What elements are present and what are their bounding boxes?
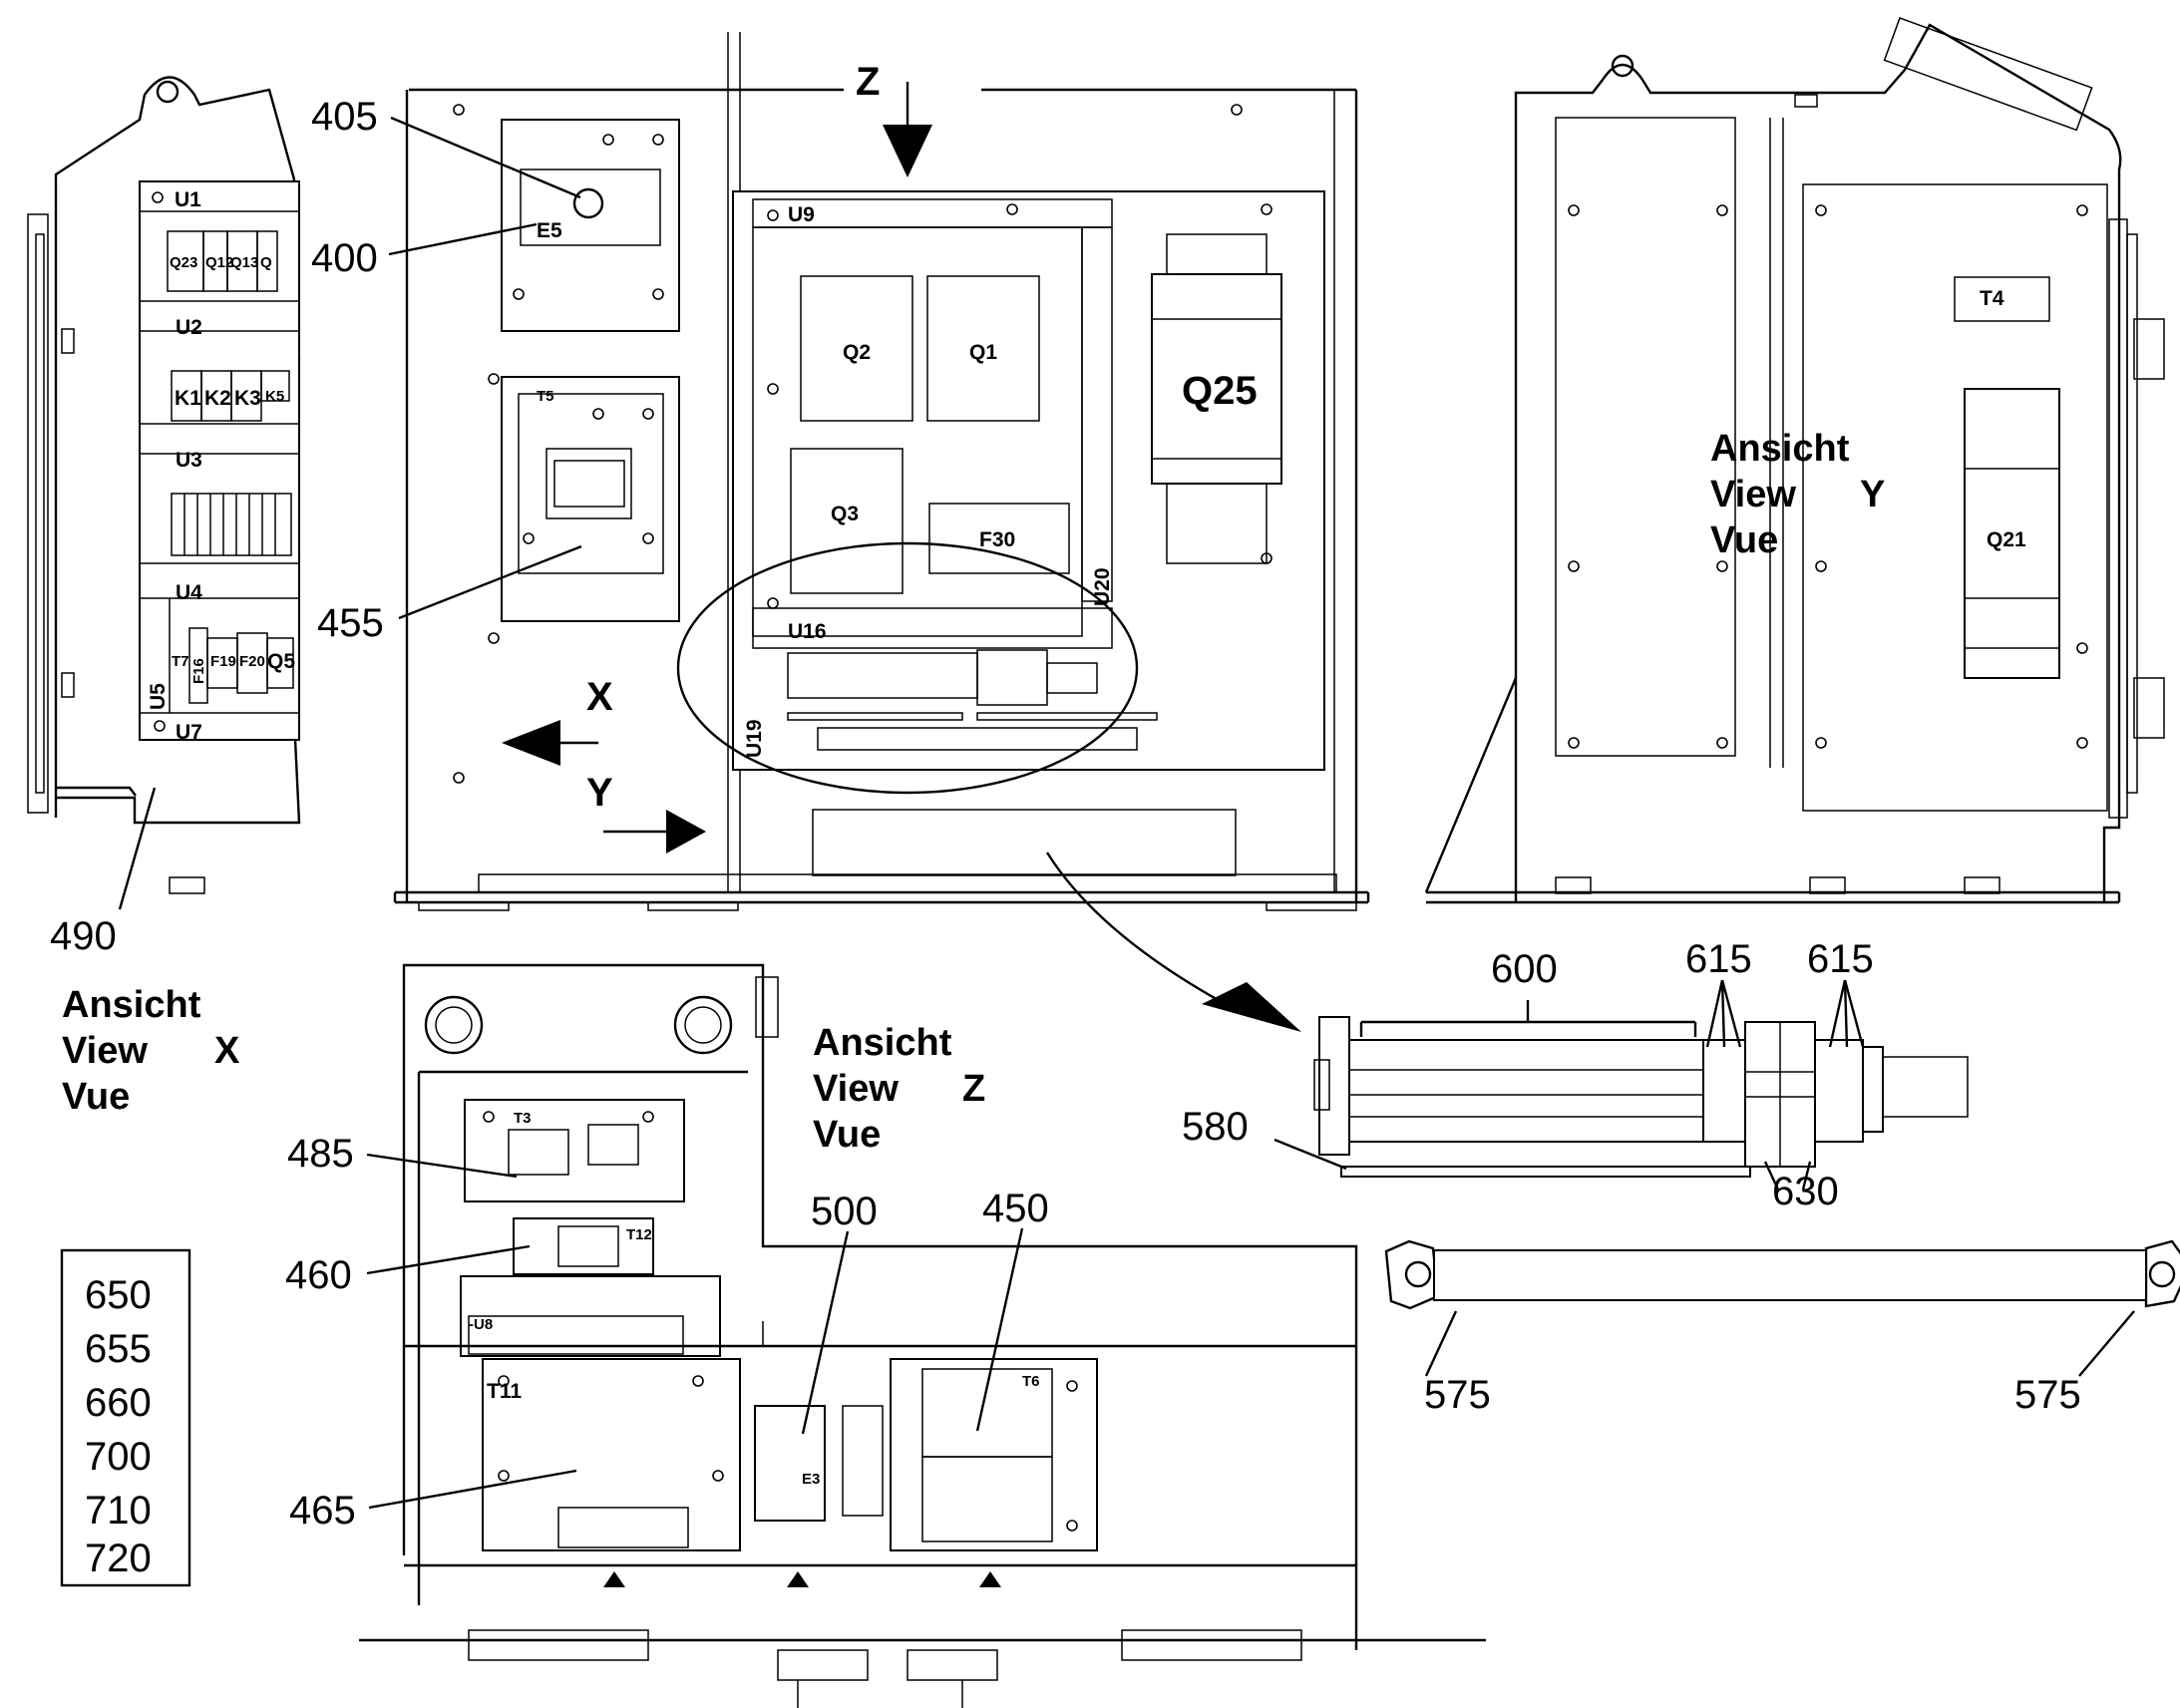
label-k1: K1 xyxy=(175,387,201,410)
view-x-line1: Ansicht xyxy=(62,984,201,1026)
label-q25: Q25 xyxy=(1182,369,1258,413)
callout-450: 450 xyxy=(982,1187,1049,1230)
label-u1: U1 xyxy=(175,188,201,211)
callout-400: 400 xyxy=(311,236,378,280)
label-u3: U3 xyxy=(176,449,202,472)
callout-460: 460 xyxy=(285,1253,352,1297)
arrow-y-icon xyxy=(666,810,706,854)
label-t3: T3 xyxy=(514,1110,532,1127)
callout-630: 630 xyxy=(1772,1170,1839,1213)
label-u4: U4 xyxy=(176,581,202,604)
label-q5: Q5 xyxy=(267,650,295,673)
view-z-title: Ansicht View Z Vue xyxy=(813,1022,985,1156)
callout-575-left: 575 xyxy=(1424,1373,1491,1417)
callout-455: 455 xyxy=(317,601,384,645)
label-e5: E5 xyxy=(537,219,562,242)
callout-465: 465 xyxy=(289,1489,356,1533)
parts-list-item: 720 xyxy=(85,1537,152,1580)
parts-list-item: 700 xyxy=(85,1435,152,1479)
label-u7: U7 xyxy=(176,721,202,744)
view-y-line2: View xyxy=(1710,474,1796,515)
label-u2: U2 xyxy=(176,316,202,339)
parts-list-item: 655 xyxy=(85,1327,152,1371)
terminal-strip-detail xyxy=(1202,979,1969,1191)
label-q13: Q13 xyxy=(230,254,258,271)
arrow-x-label: X xyxy=(586,675,613,719)
label-u19: U19 xyxy=(743,719,766,758)
label-q2: Q2 xyxy=(843,341,871,364)
label-u20: U20 xyxy=(1091,567,1114,606)
callout-580: 580 xyxy=(1182,1105,1249,1149)
label-q23: Q23 xyxy=(170,254,197,271)
view-z-door-panel: T3 T12 -U8 T11 E3 T6 xyxy=(359,963,1486,1708)
parts-list-item: 650 xyxy=(85,1273,152,1317)
callout-490: 490 xyxy=(50,914,117,958)
view-y-cabinet: T4 Q21 xyxy=(1424,17,2165,904)
label-k5: K5 xyxy=(265,388,284,405)
view-x-title: Ansicht View X Vue xyxy=(62,984,240,1118)
earth-bar-detail xyxy=(1384,1239,2180,1377)
view-z-letter: Z xyxy=(962,1068,985,1110)
arrow-z-label: Z xyxy=(856,60,880,104)
arrow-x-icon xyxy=(502,720,560,766)
view-z-line3: Vue xyxy=(813,1114,881,1156)
arrow-z-icon xyxy=(883,125,932,177)
view-y-line3: Vue xyxy=(1710,519,1778,561)
label-u9: U9 xyxy=(788,203,815,226)
view-arrows xyxy=(502,82,932,854)
callout-615-left: 615 xyxy=(1685,937,1752,981)
label-f19: F19 xyxy=(210,653,236,670)
view-y-letter: Y xyxy=(1860,474,1885,515)
label-k3: K3 xyxy=(234,387,261,410)
view-x-cabinet: U1 U2 U3 U4 U7 U5 Q23 Q12 Q13 Q K1 K2 K3… xyxy=(27,76,301,894)
view-z-cabinet: E5 T5 U9 Q2 Q1 Q3 F30 U20 xyxy=(393,32,1370,1004)
parts-list-item: 710 xyxy=(85,1489,152,1533)
label-t7: T7 xyxy=(172,653,189,670)
label-f30: F30 xyxy=(979,528,1015,551)
parts-list-box: 650 655 660 700 710 720 xyxy=(60,1248,191,1587)
label-e3: E3 xyxy=(802,1471,820,1488)
label-f20: F20 xyxy=(239,653,265,670)
label-q21: Q21 xyxy=(1987,528,2026,551)
view-y-line1: Ansicht xyxy=(1710,428,1850,470)
callout-485: 485 xyxy=(287,1132,354,1176)
view-x-line3: Vue xyxy=(62,1076,130,1118)
label-f16: F16 xyxy=(190,658,207,684)
label-u8: -U8 xyxy=(469,1316,493,1333)
callout-615-right: 615 xyxy=(1807,937,1874,981)
label-t5: T5 xyxy=(537,388,554,405)
leader-lines xyxy=(118,116,1024,1510)
label-q: Q xyxy=(260,254,272,271)
view-z-line2: View xyxy=(813,1068,899,1110)
callout-500: 500 xyxy=(811,1190,878,1233)
label-t11: T11 xyxy=(487,1380,522,1403)
callout-405: 405 xyxy=(311,95,378,139)
callout-575-right: 575 xyxy=(2014,1373,2081,1417)
view-z-line1: Ansicht xyxy=(813,1022,952,1064)
label-t4: T4 xyxy=(1980,287,2004,310)
label-q12: Q12 xyxy=(205,254,233,271)
parts-list-item: 660 xyxy=(85,1381,152,1425)
label-q3: Q3 xyxy=(831,503,859,525)
callout-600: 600 xyxy=(1491,947,1558,991)
view-x-line2: View xyxy=(62,1030,148,1072)
label-u5: U5 xyxy=(147,683,170,710)
view-x-letter: X xyxy=(214,1030,240,1072)
label-q1: Q1 xyxy=(969,341,997,364)
label-k2: K2 xyxy=(204,387,231,410)
label-t6: T6 xyxy=(1022,1373,1040,1390)
view-y-title: Ansicht View Y Vue xyxy=(1710,428,1885,561)
arrow-y-label: Y xyxy=(586,771,613,815)
label-t12: T12 xyxy=(626,1226,652,1243)
label-u16: U16 xyxy=(788,620,827,643)
